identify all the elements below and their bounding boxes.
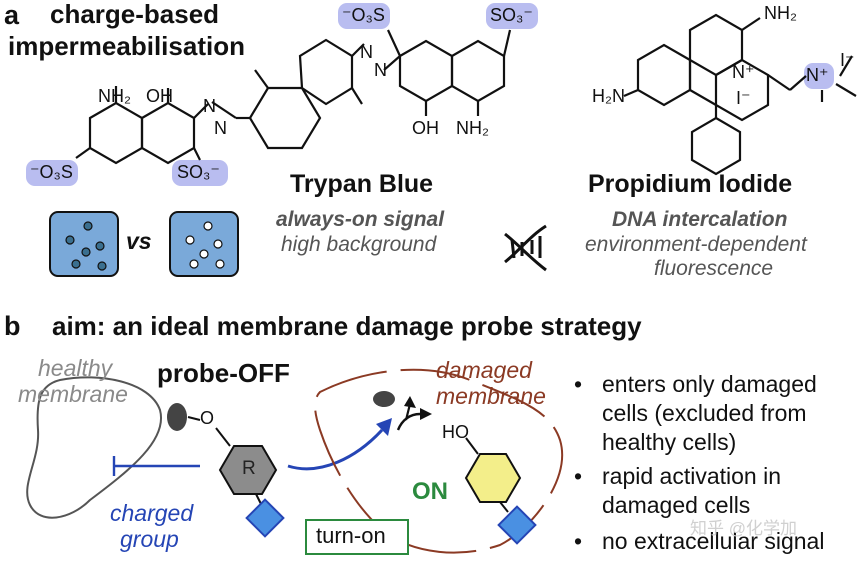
charged-line1: charged bbox=[110, 500, 194, 526]
vs-label: vs bbox=[126, 228, 152, 254]
cleavage-arrow bbox=[396, 412, 421, 431]
healthy-line1: healthy bbox=[38, 355, 113, 381]
label-n-plus-2: N⁺ bbox=[806, 65, 829, 85]
label-nh2-top: NH₂ bbox=[764, 3, 797, 23]
label-so3-mid: SO₃⁻ bbox=[177, 162, 220, 182]
bullet-dot: • bbox=[574, 528, 583, 554]
watermark: 知乎 @化学加 bbox=[690, 519, 797, 538]
label-oh-right: OH bbox=[412, 118, 439, 138]
highlight-pill bbox=[486, 3, 538, 29]
panel-a-heading-line2: impermeabilisation bbox=[8, 31, 245, 61]
highlight-pill bbox=[804, 63, 834, 89]
bullet-dot: • bbox=[574, 371, 583, 397]
propidium-iodide-structure bbox=[623, 13, 857, 176]
bullet-1-line3: healthy cells) bbox=[602, 429, 737, 455]
o-label: O bbox=[200, 408, 215, 428]
label-so3-top-right: SO₃⁻ bbox=[490, 5, 533, 25]
propidium-sub2: fluorescence bbox=[654, 257, 774, 280]
product-charged-group-shape bbox=[497, 505, 537, 545]
damaged-line1: damaged bbox=[436, 357, 532, 383]
well-bright bbox=[169, 211, 239, 277]
well-dark-dots bbox=[65, 221, 107, 271]
ring-r-label: R bbox=[242, 458, 256, 479]
entry-arrow-head bbox=[376, 418, 392, 436]
panel-b-heading: aim: an ideal membrane damage probe stra… bbox=[52, 311, 642, 341]
bullet-1-line2: cells (excluded from bbox=[602, 400, 807, 426]
highlight-pill bbox=[26, 160, 78, 186]
bullet-3-line1: no extracellular signal bbox=[602, 528, 825, 554]
healthy-line2: membrane bbox=[18, 381, 128, 407]
propidium-sub1: environment-dependent bbox=[585, 233, 807, 256]
charged-group-shape bbox=[245, 498, 285, 538]
bullet-2-line2: damaged cells bbox=[602, 492, 751, 518]
trypan-signal-bold: always-on signal bbox=[276, 208, 445, 231]
dna-helix-icon bbox=[504, 224, 547, 272]
bond-line bbox=[465, 437, 479, 455]
label-so3-left: ⁻O₃S bbox=[30, 162, 73, 182]
damaged-line2: membrane bbox=[436, 383, 546, 409]
bond-line bbox=[187, 416, 201, 421]
probe-ring-shape bbox=[218, 445, 278, 495]
turn-on-label: turn-on bbox=[316, 523, 386, 548]
entry-arrow bbox=[287, 428, 384, 471]
ho-label: HO bbox=[442, 422, 469, 442]
propidium-iodide-name: Propidium Iodide bbox=[588, 170, 793, 198]
label-i-minus-2: I⁻ bbox=[840, 50, 855, 70]
azo-n-label: N bbox=[374, 60, 387, 80]
highlight-pill bbox=[172, 160, 228, 186]
charged-line2: group bbox=[120, 526, 179, 552]
healthy-membrane-shape bbox=[26, 376, 163, 519]
label-nh2-left: NH₂ bbox=[98, 86, 131, 106]
well-dark bbox=[49, 211, 119, 277]
highlight-pill bbox=[338, 3, 390, 29]
turn-on-box bbox=[305, 519, 409, 555]
released-cap-shape bbox=[373, 391, 395, 407]
product-ring-shape bbox=[464, 453, 522, 503]
panel-b-letter: b bbox=[4, 311, 21, 341]
label-n-plus: N⁺ bbox=[732, 62, 755, 82]
label-nh2-right: NH₂ bbox=[456, 118, 489, 138]
azo-n-label: N bbox=[360, 42, 373, 62]
label-oh-left: OH bbox=[146, 86, 173, 106]
probe-off-label: probe-OFF bbox=[157, 358, 290, 388]
trypan-blue-structure bbox=[75, 29, 512, 165]
panel-a-letter: a bbox=[4, 0, 20, 30]
cleavage-arrow-up-head bbox=[404, 396, 416, 408]
cap-group-shape bbox=[167, 403, 187, 431]
bond-line bbox=[499, 501, 509, 513]
bullet-2-line1: rapid activation in bbox=[602, 463, 781, 489]
bond-line bbox=[215, 427, 231, 447]
bullet-1-line1: enters only damaged bbox=[602, 371, 817, 397]
azo-n-label: N bbox=[203, 96, 216, 116]
label-i-minus-1: I⁻ bbox=[736, 88, 751, 108]
cleavage-arrow-head bbox=[420, 408, 432, 420]
trypan-signal-sub: high background bbox=[281, 233, 437, 256]
bullet-dot: • bbox=[574, 463, 583, 489]
label-h2n-left: H₂N bbox=[592, 86, 625, 106]
well-bright-dots bbox=[185, 221, 225, 269]
panel-a-heading-line1: charge-based bbox=[50, 0, 220, 29]
trypan-blue-name: Trypan Blue bbox=[290, 170, 434, 198]
label-so3-top-left: ⁻O₃S bbox=[342, 5, 385, 25]
propidium-bold: DNA intercalation bbox=[612, 208, 788, 231]
on-label: ON bbox=[412, 478, 448, 505]
azo-n-label: N bbox=[214, 118, 227, 138]
